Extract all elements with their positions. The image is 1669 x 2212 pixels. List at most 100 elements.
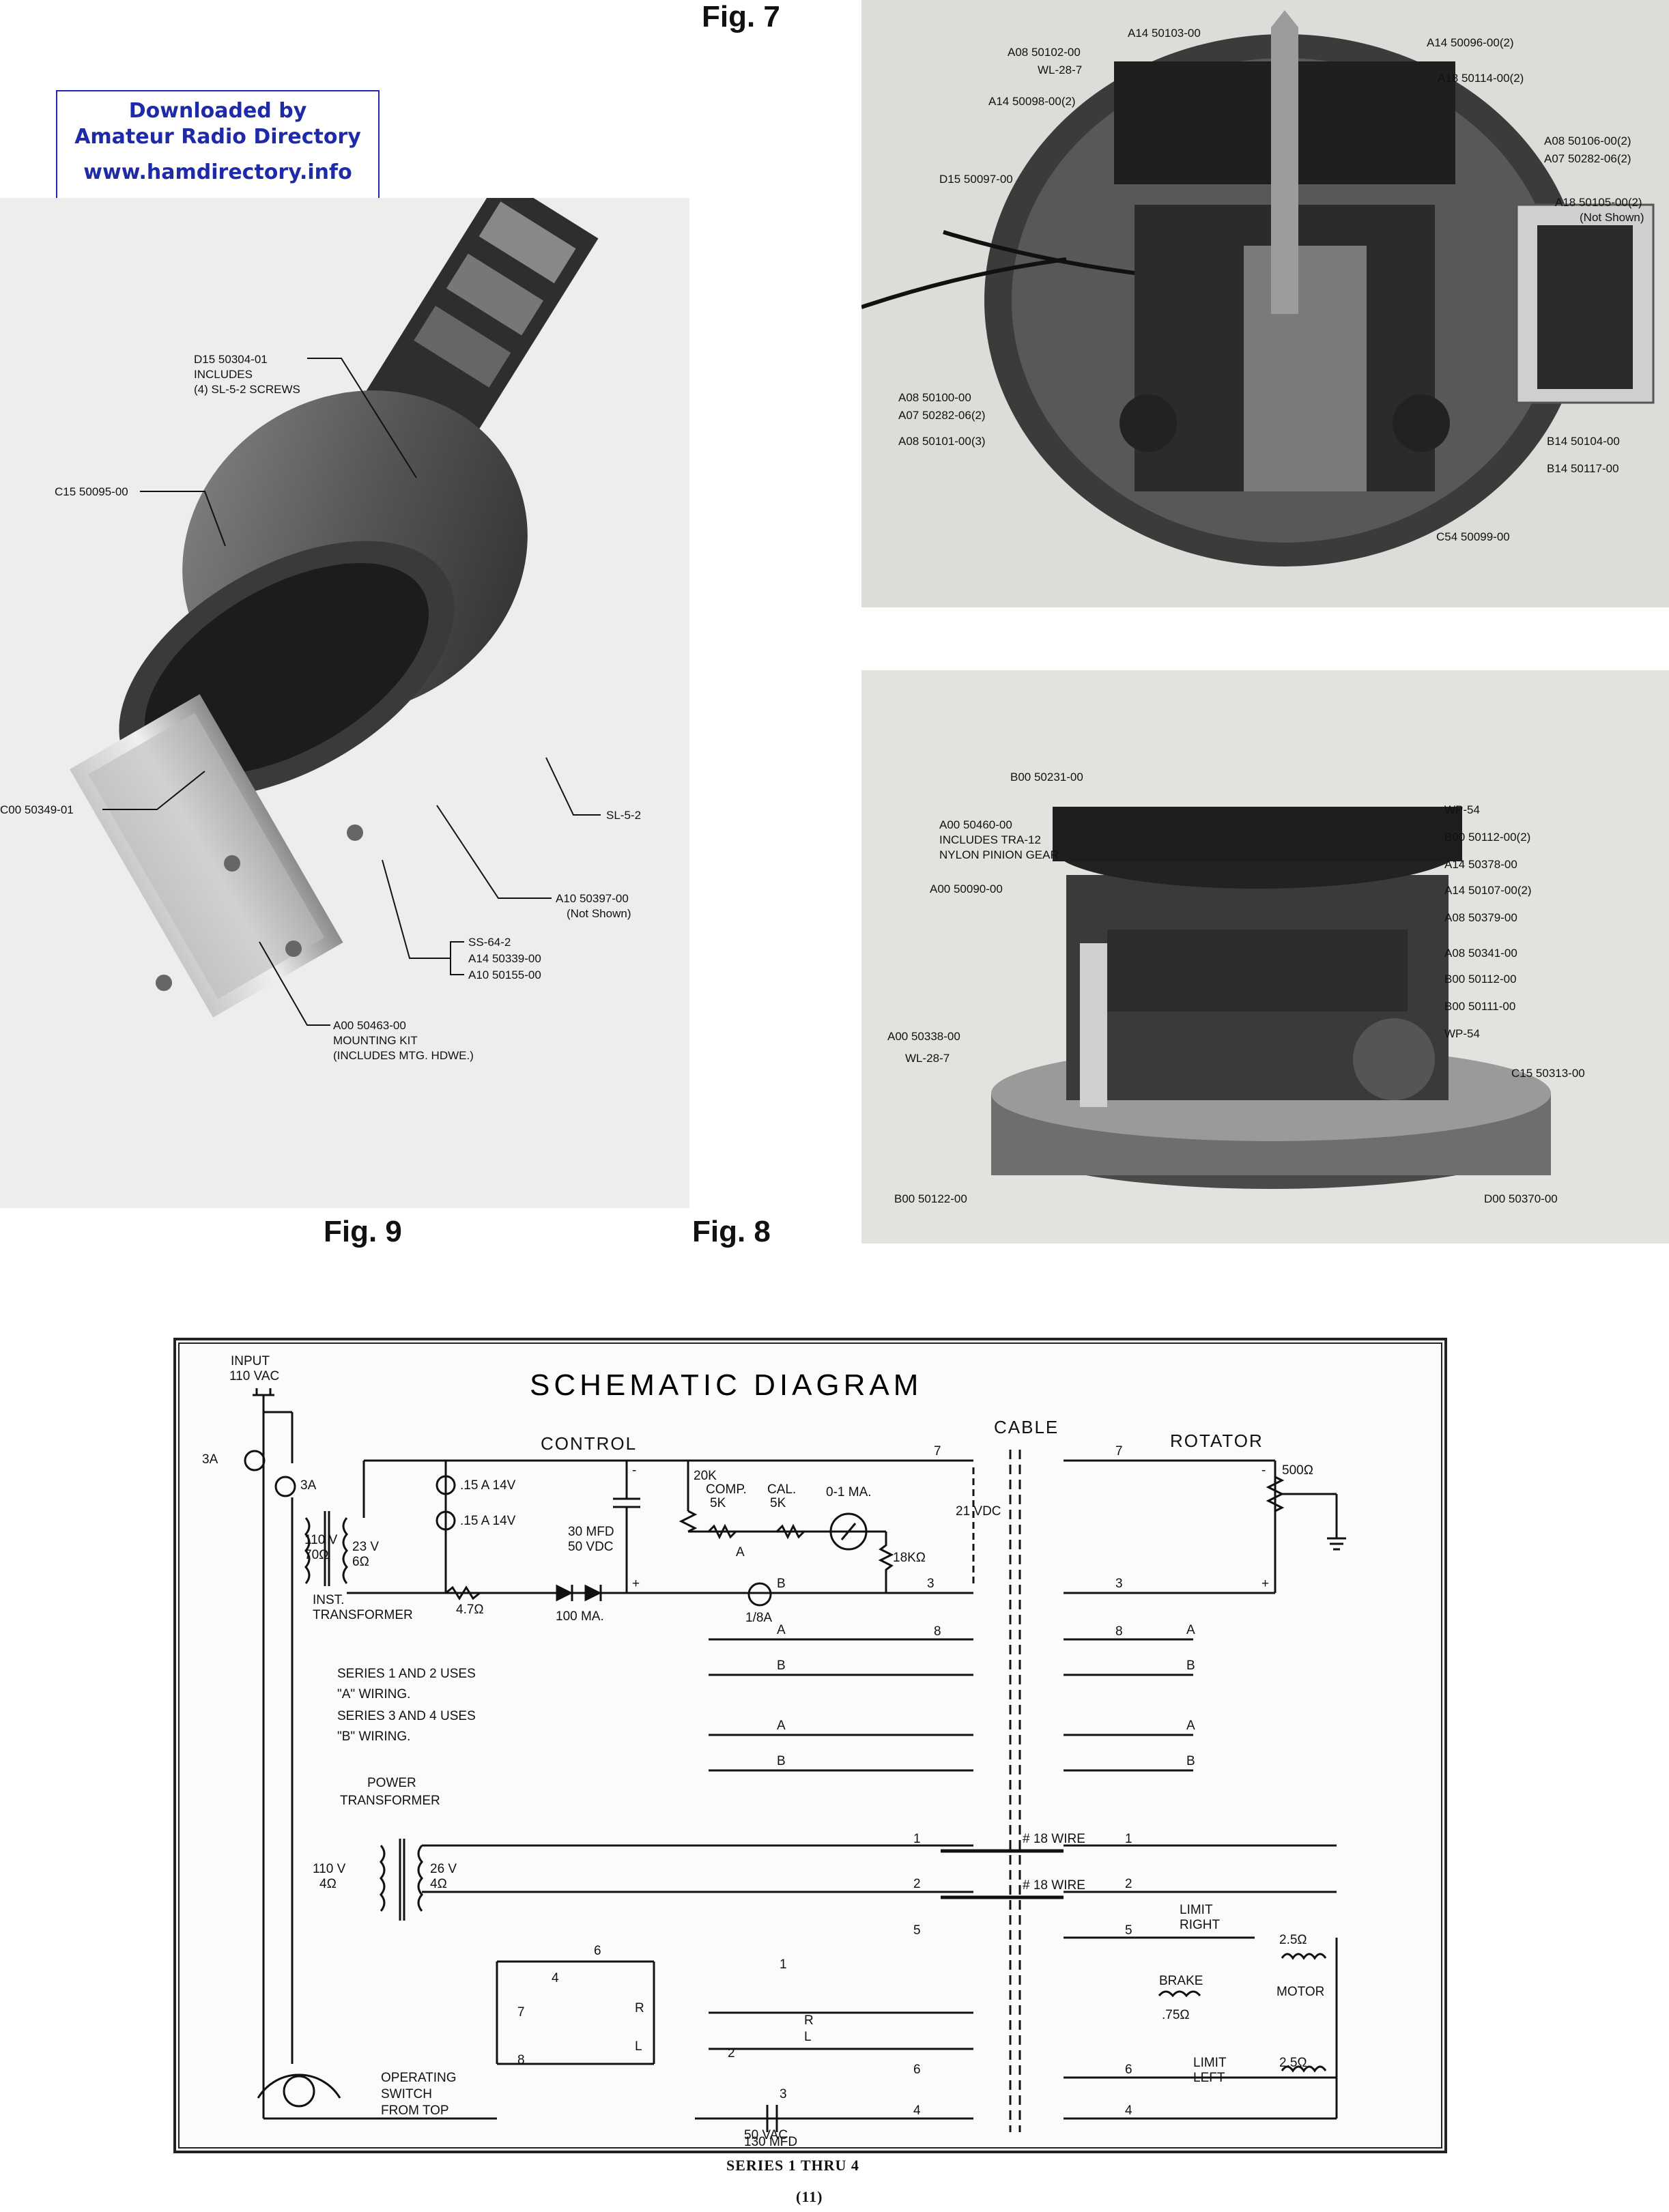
pwr-primary-v: 110 V bbox=[313, 1862, 346, 1876]
series-note-3: SERIES 3 AND 4 USES bbox=[337, 1709, 476, 1723]
motor-coil1-resistance: 2.5Ω bbox=[1279, 1933, 1307, 1947]
terminal-7-control: 7 bbox=[934, 1444, 941, 1459]
brake-label: BRAKE bbox=[1159, 1974, 1203, 1988]
terminal-1-control: 1 bbox=[913, 1832, 921, 1846]
schematic-diagram: SCHEMATIC DIAGRAM CONTROL CABLE ROTATOR … bbox=[178, 1342, 1442, 2149]
fig7-callout: A14 50103-00 bbox=[1128, 27, 1201, 40]
fig7-callout: A07 50282-06(2) bbox=[898, 409, 986, 422]
schematic-title: SCHEMATIC DIAGRAM bbox=[530, 1368, 922, 1402]
resistor-18k-label: 18KΩ bbox=[893, 1551, 926, 1565]
inst-primary-v: 110 V bbox=[304, 1533, 338, 1547]
pot-cal-label: CAL. bbox=[767, 1482, 796, 1497]
wiring-a-top: A bbox=[736, 1545, 745, 1560]
fig7-callout: A07 50282-06(2) bbox=[1544, 152, 1631, 165]
power-transformer-label1: POWER bbox=[367, 1776, 416, 1790]
fig7-callout: A08 50100-00 bbox=[898, 391, 971, 404]
pwr-secondary-r: 4Ω bbox=[430, 1877, 447, 1891]
terminal-8-control: 8 bbox=[934, 1624, 941, 1639]
fig8-callout: B00 50122-00 bbox=[894, 1192, 967, 1205]
terminal-8-rotator: 8 bbox=[1115, 1624, 1123, 1639]
inst-transformer-label1: INST. bbox=[313, 1593, 344, 1607]
fig9-label: Fig. 9 bbox=[324, 1215, 402, 1248]
fig8-callout: WP-54 bbox=[1444, 1027, 1480, 1040]
cap1-rating: 50 VDC bbox=[568, 1540, 614, 1554]
terminal-6-control: 6 bbox=[913, 2063, 921, 2077]
fig7-callout: WL-28-7 bbox=[1038, 63, 1083, 76]
fig7-callout: A14 50098-00(2) bbox=[988, 95, 1076, 108]
terminal-5-rotator: 5 bbox=[1125, 1923, 1132, 1938]
terminal-3-rotator: 3 bbox=[1115, 1577, 1123, 1591]
rot-plus: + bbox=[1261, 1577, 1269, 1591]
lamp2-label: .15 A 14V bbox=[460, 1514, 516, 1528]
fig8-callout: WL-28-7 bbox=[905, 1052, 950, 1065]
terminal-1-rotator: 1 bbox=[1125, 1832, 1132, 1846]
fig7-callout: A18 50105-00(2) bbox=[1555, 196, 1642, 209]
fig9-callout: MOUNTING KIT bbox=[333, 1034, 418, 1047]
wiring-a-3: A bbox=[1186, 1623, 1195, 1637]
operating-switch-label2: SWITCH bbox=[381, 2087, 432, 2101]
fig8-callout: B00 50112-00(2) bbox=[1444, 831, 1531, 844]
wiring-b-2: B bbox=[777, 1754, 786, 1768]
vdc-label: 21 VDC bbox=[956, 1504, 1001, 1519]
rotator-heading: ROTATOR bbox=[1170, 1431, 1264, 1451]
fig7-callout: A14 50096-00(2) bbox=[1427, 36, 1514, 49]
fig9-callout: D15 50304-01 bbox=[194, 353, 268, 366]
fig7-callout: A08 50101-00(3) bbox=[898, 435, 986, 448]
inst-transformer-label2: TRANSFORMER bbox=[313, 1608, 413, 1622]
input-voltage: 110 VAC bbox=[229, 1369, 279, 1383]
fig9-callout: A10 50397-00 bbox=[556, 892, 629, 905]
switch-l: L bbox=[635, 2039, 642, 2054]
motor-coil2-resistance: 2.5Ω bbox=[1279, 2056, 1307, 2070]
series-note-4: "B" WIRING. bbox=[337, 1729, 410, 1744]
wire-18-label-2: # 18 WIRE bbox=[1023, 1878, 1085, 1893]
fig9-leader-lines bbox=[102, 358, 601, 1026]
limit-right-label2: RIGHT bbox=[1180, 1918, 1221, 1932]
fig9-callout: A10 50155-00 bbox=[468, 968, 541, 981]
terminal-3-control: 3 bbox=[927, 1577, 935, 1591]
fig8-callout: WP-54 bbox=[1444, 803, 1480, 816]
download-notice: Downloaded by Amateur Radio Directory ww… bbox=[56, 90, 380, 209]
fig9-callout: SS-64-2 bbox=[468, 936, 511, 949]
fuse3-label: 1/8A bbox=[745, 1611, 772, 1625]
wiring-b-1: B bbox=[777, 1658, 786, 1673]
fig9-callout: A00 50463-00 bbox=[333, 1019, 406, 1032]
fig8-callout: NYLON PINION GEAR bbox=[939, 848, 1059, 861]
fig8-callout: D00 50370-00 bbox=[1484, 1192, 1558, 1205]
series-note-2: "A" WIRING. bbox=[337, 1687, 410, 1701]
fig7-callout: B14 50104-00 bbox=[1547, 435, 1620, 448]
terminal-7-rotator: 7 bbox=[1115, 1444, 1123, 1459]
operating-switch-label1: OPERATING bbox=[381, 2071, 457, 2085]
wiring-a-1: A bbox=[777, 1623, 786, 1637]
motor-label: MOTOR bbox=[1276, 1985, 1324, 1999]
brake-resistance: .75Ω bbox=[1162, 2008, 1190, 2022]
fig9-callout: INCLUDES bbox=[194, 368, 253, 381]
rotator-internals-side-illustration bbox=[861, 670, 1669, 1244]
series-caption: SERIES 1 THRU 4 bbox=[726, 2157, 859, 2174]
fig8-callout: B00 50112-00 bbox=[1444, 973, 1517, 986]
fig8-callout: A08 50379-00 bbox=[1444, 911, 1517, 924]
fig8-callout: A14 50107-00(2) bbox=[1444, 884, 1532, 897]
fig9-callout: (Not Shown) bbox=[567, 907, 631, 920]
rot-minus: - bbox=[1261, 1463, 1266, 1478]
lamp1-label: .15 A 14V bbox=[460, 1478, 516, 1493]
pot-comp-label: COMP. bbox=[706, 1482, 747, 1497]
fig7-callout: D15 50097-00 bbox=[939, 173, 1013, 186]
inst-secondary-r: 6Ω bbox=[352, 1555, 369, 1569]
fig8-callout: B00 50231-00 bbox=[1010, 771, 1083, 784]
download-url-link[interactable]: www.hamdirectory.info bbox=[83, 160, 352, 184]
fig8-callout: A00 50460-00 bbox=[939, 818, 1012, 831]
switch-terminal-6: 6 bbox=[594, 1944, 601, 1958]
fig7-callout: B14 50117-00 bbox=[1547, 462, 1619, 475]
cap2-rating-text: 50 VAC bbox=[744, 2128, 788, 2142]
fig8-photo bbox=[861, 670, 1669, 1244]
limit-left-label1: LIMIT bbox=[1193, 2056, 1227, 2070]
switch2-l: L bbox=[804, 2030, 812, 2044]
terminal-4-control: 4 bbox=[913, 2103, 921, 2118]
terminal-2-control: 2 bbox=[913, 1877, 921, 1891]
fig7-callout: (Not Shown) bbox=[1580, 211, 1644, 224]
inst-secondary-v: 23 V bbox=[352, 1540, 379, 1554]
diode-label: 100 MA. bbox=[556, 1609, 604, 1624]
fig8-callout: C15 50313-00 bbox=[1511, 1067, 1585, 1080]
terminal-5-control: 5 bbox=[913, 1923, 921, 1938]
fig8-callout: A00 50338-00 bbox=[887, 1030, 960, 1043]
